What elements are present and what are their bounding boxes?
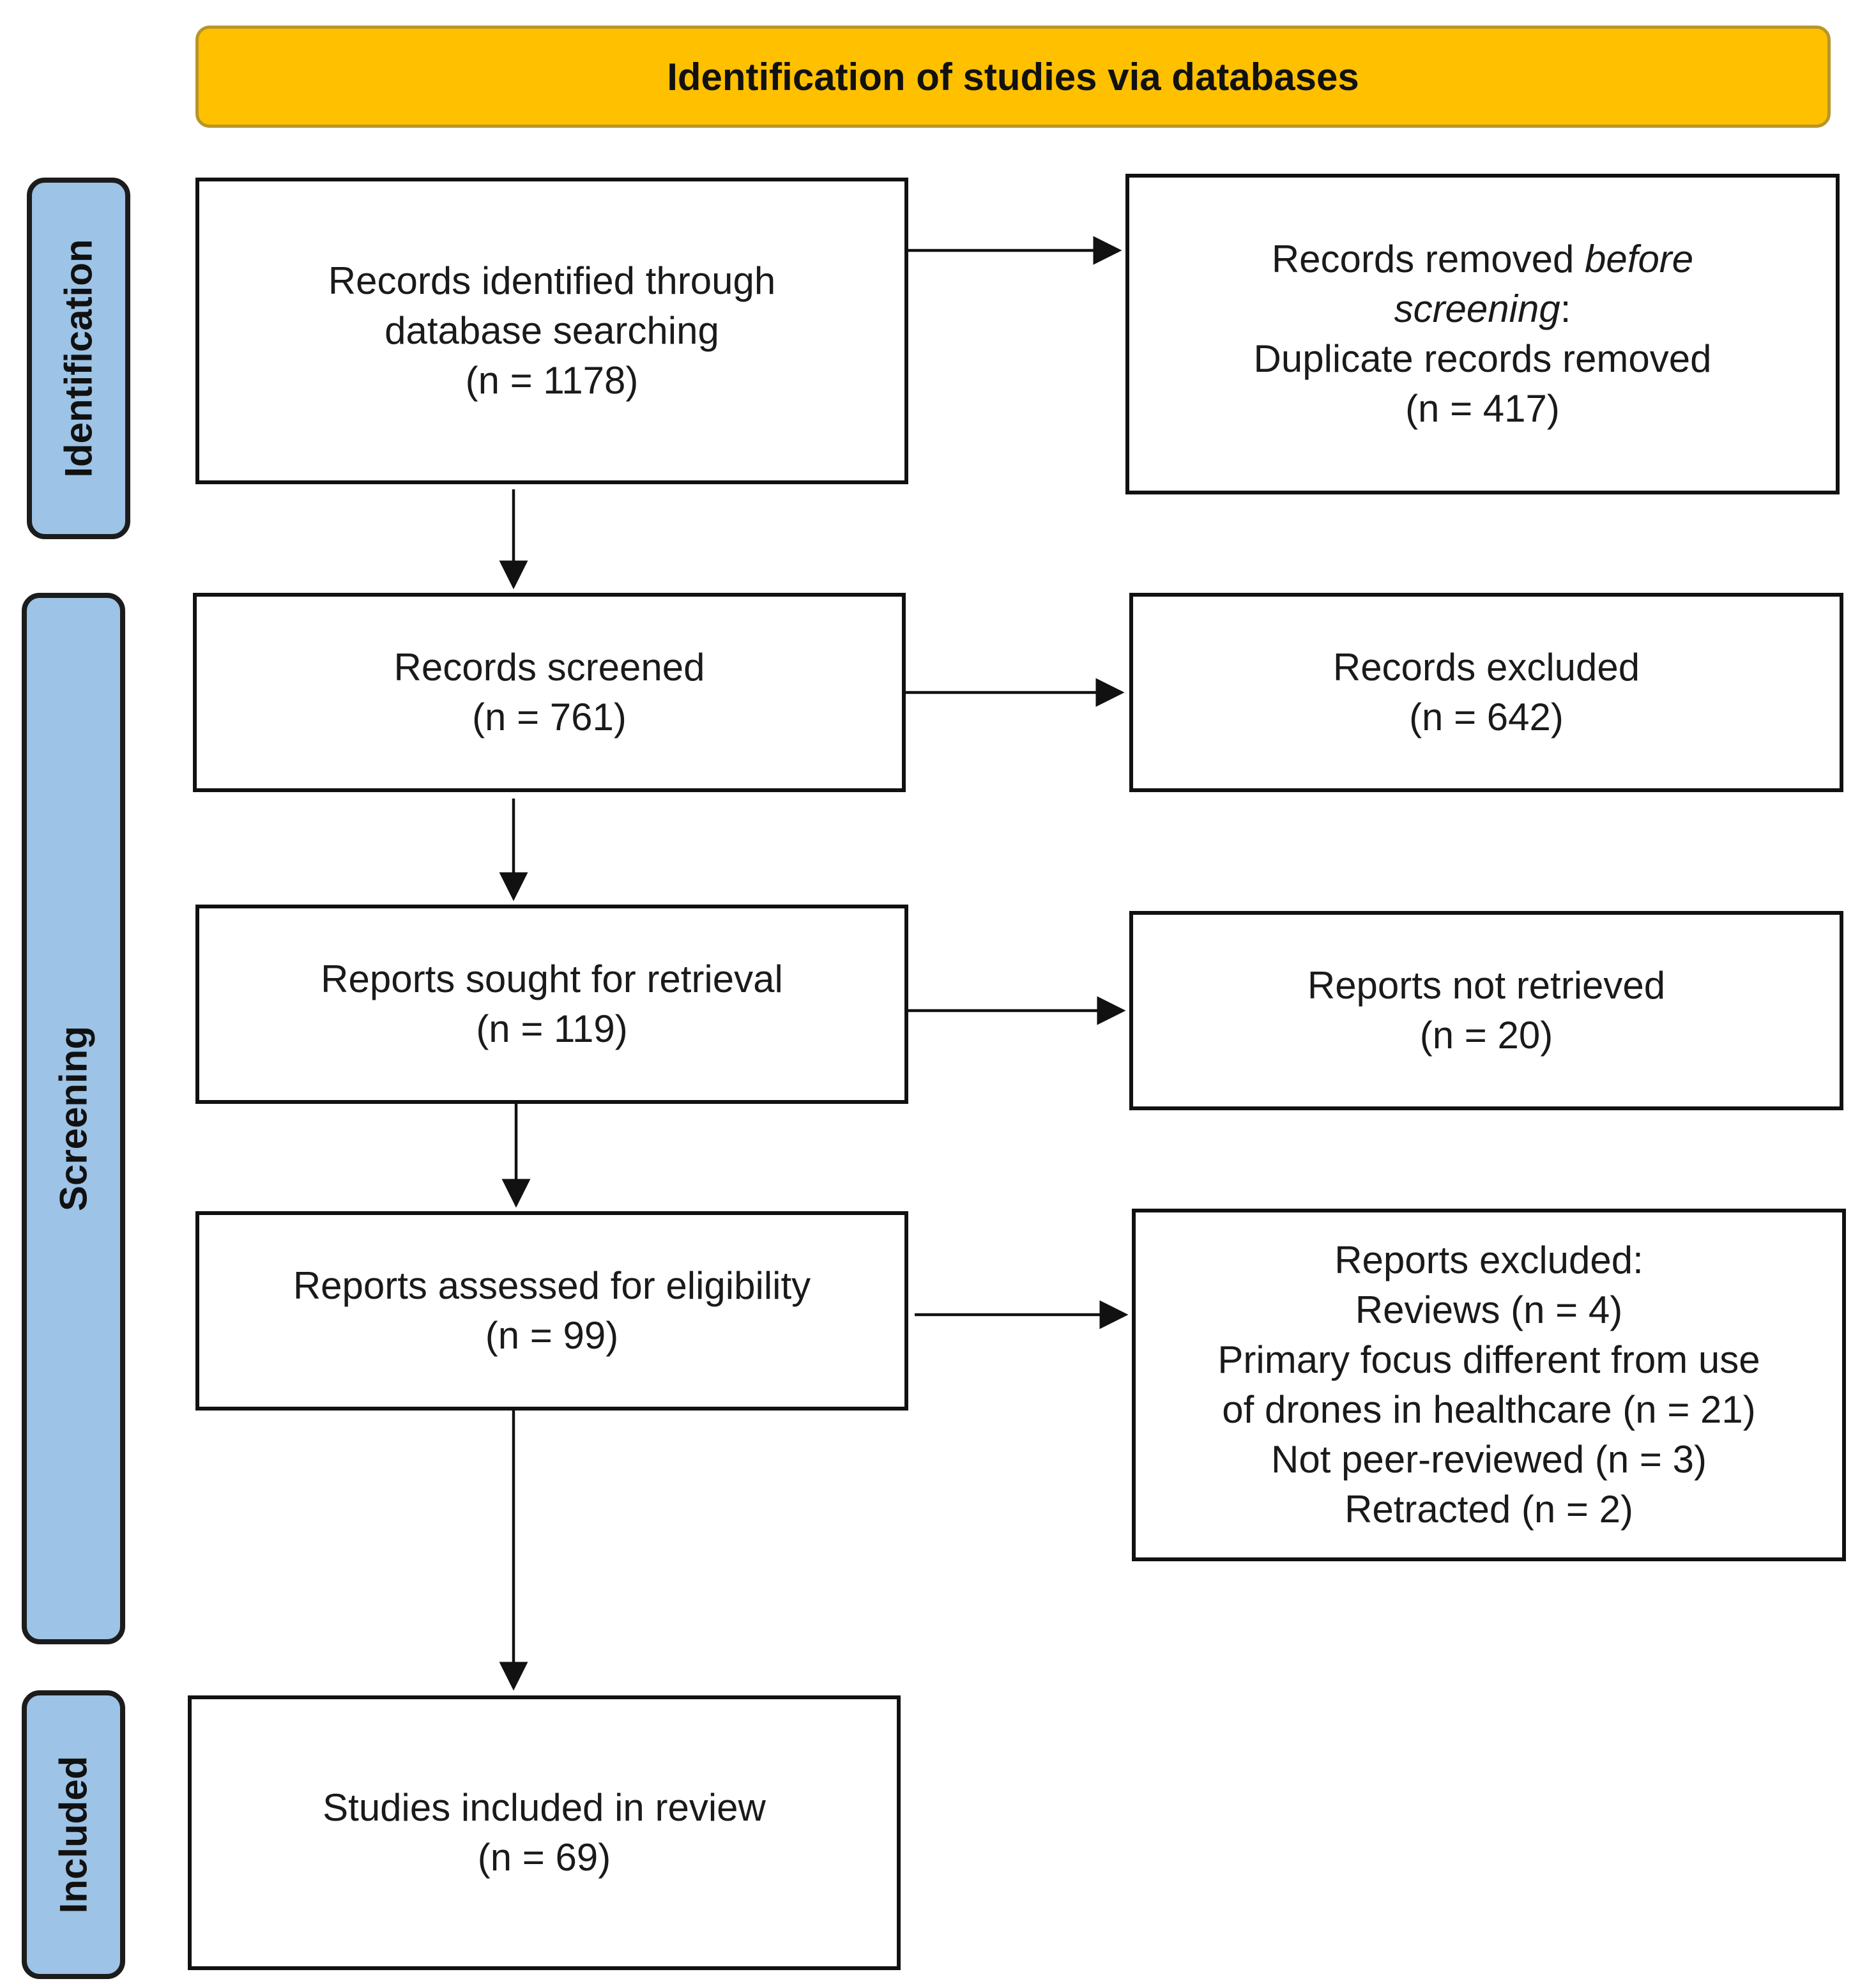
records-removed-line2-italic: screening [1394,287,1560,330]
phase-included-label: Included [52,1755,95,1914]
phase-screening-label: Screening [52,1025,95,1212]
reports-not-retrieved-label: Reports not retrieved [1307,964,1666,1007]
records-removed-line1-italic: before [1585,238,1694,280]
studies-included-box: Studies included in review (n = 69) [188,1695,901,1970]
records-excluded-count: (n = 642) [1409,696,1564,738]
reports-excluded-box: Reports excluded: Reviews (n = 4) Primar… [1132,1209,1846,1561]
reports-sought-count: (n = 119) [476,1007,628,1050]
reports-excluded-reason: of drones in healthcare (n = 21) [1222,1388,1756,1431]
records-removed-line2: screening: [1394,284,1571,334]
studies-included-label: Studies included in review [323,1786,766,1829]
header-title: Identification of studies via databases [667,55,1359,98]
records-removed-line3: Duplicate records removed [1253,337,1712,380]
reports-excluded-title: Reports excluded: [1334,1239,1643,1281]
reports-sought-box: Reports sought for retrieval (n = 119) [195,905,908,1104]
studies-included-count: (n = 69) [477,1836,611,1879]
records-removed-line2-suffix: : [1560,287,1571,330]
records-screened-label: Records screened [393,646,705,689]
records-removed-line1-text: Records removed [1271,238,1574,280]
reports-assessed-box: Reports assessed for eligibility (n = 99… [195,1211,908,1411]
reports-excluded-reason: Reviews (n = 4) [1355,1288,1623,1331]
records-removed-count: (n = 417) [1405,387,1560,430]
records-excluded-box: Records excluded (n = 642) [1129,593,1843,792]
phase-screening: Screening [22,593,125,1644]
records-screened-count: (n = 761) [472,696,627,738]
records-identified-count: (n = 1178) [465,359,639,402]
records-identified-line1: Records identified through [328,259,776,302]
reports-assessed-label: Reports assessed for eligibility [293,1264,811,1307]
reports-assessed-count: (n = 99) [485,1314,619,1357]
records-removed-line1: Records removed before [1272,234,1693,284]
reports-sought-label: Reports sought for retrieval [321,958,783,1000]
records-screened-box: Records screened (n = 761) [193,593,906,792]
reports-not-retrieved-count: (n = 20) [1419,1014,1553,1057]
reports-excluded-reason: Primary focus different from use [1217,1338,1760,1381]
header-banner: Identification of studies via databases [195,26,1831,128]
phase-identification: Identification [27,178,130,539]
phase-identification-label: Identification [57,239,100,478]
records-identified-box: Records identified through database sear… [195,178,908,484]
phase-included: Included [22,1690,125,1979]
reports-not-retrieved-box: Reports not retrieved (n = 20) [1129,911,1843,1110]
reports-excluded-reason: Retracted (n = 2) [1345,1488,1633,1531]
records-excluded-label: Records excluded [1332,646,1640,689]
records-removed-box: Records removed before screening: Duplic… [1125,174,1840,494]
reports-excluded-reason: Not peer-reviewed (n = 3) [1271,1438,1707,1481]
records-identified-line2: database searching [385,309,719,352]
